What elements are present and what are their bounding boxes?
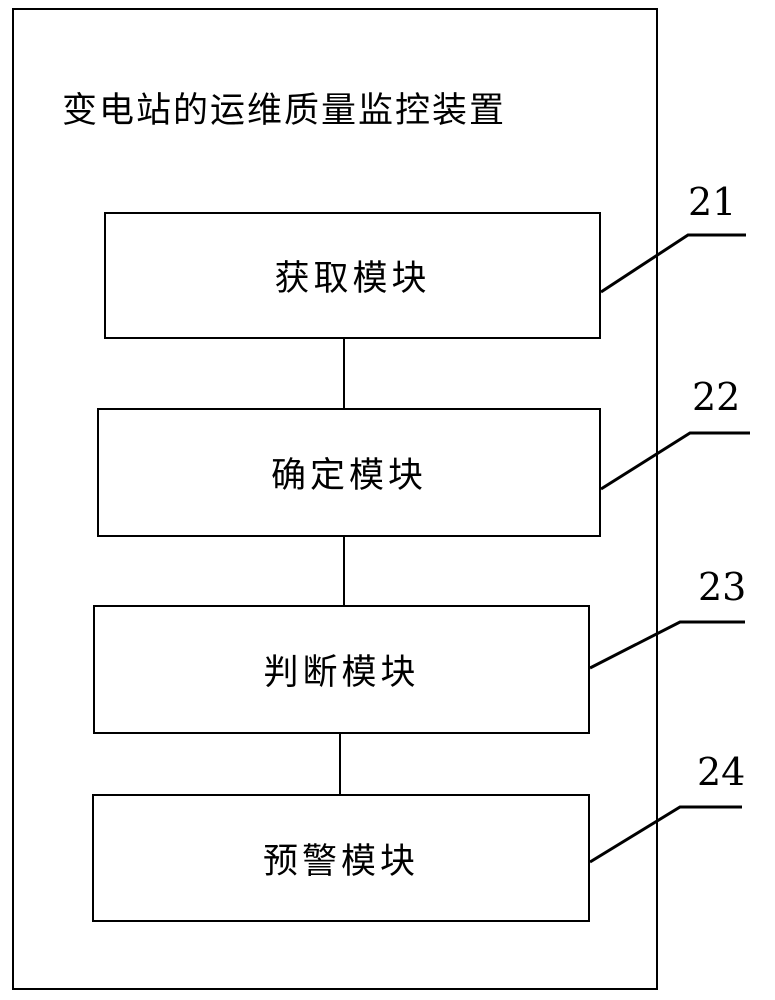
leader-line-21 — [600, 233, 746, 294]
module-box-acquire: 获取模块 — [104, 212, 601, 339]
ref-numeral-24: 24 — [697, 750, 746, 794]
module-label-acquire: 获取模块 — [274, 259, 431, 299]
leader-line-23 — [589, 620, 745, 670]
ref-numeral-21: 21 — [688, 180, 737, 224]
module-box-warning: 预警模块 — [92, 794, 590, 922]
module-label-determine: 确定模块 — [270, 456, 427, 496]
device-title: 变电站的运维质量监控装置 — [62, 91, 507, 131]
module-box-determine: 确定模块 — [97, 408, 601, 537]
ref-numeral-22: 22 — [692, 375, 741, 419]
module-box-judge: 判断模块 — [93, 605, 590, 734]
device-outline — [12, 8, 658, 990]
leader-line-22 — [600, 431, 750, 491]
module-label-judge: 判断模块 — [263, 653, 420, 693]
module-label-warning: 预警模块 — [262, 841, 419, 882]
ref-numeral-23: 23 — [698, 565, 747, 609]
leader-line-24 — [589, 805, 742, 864]
